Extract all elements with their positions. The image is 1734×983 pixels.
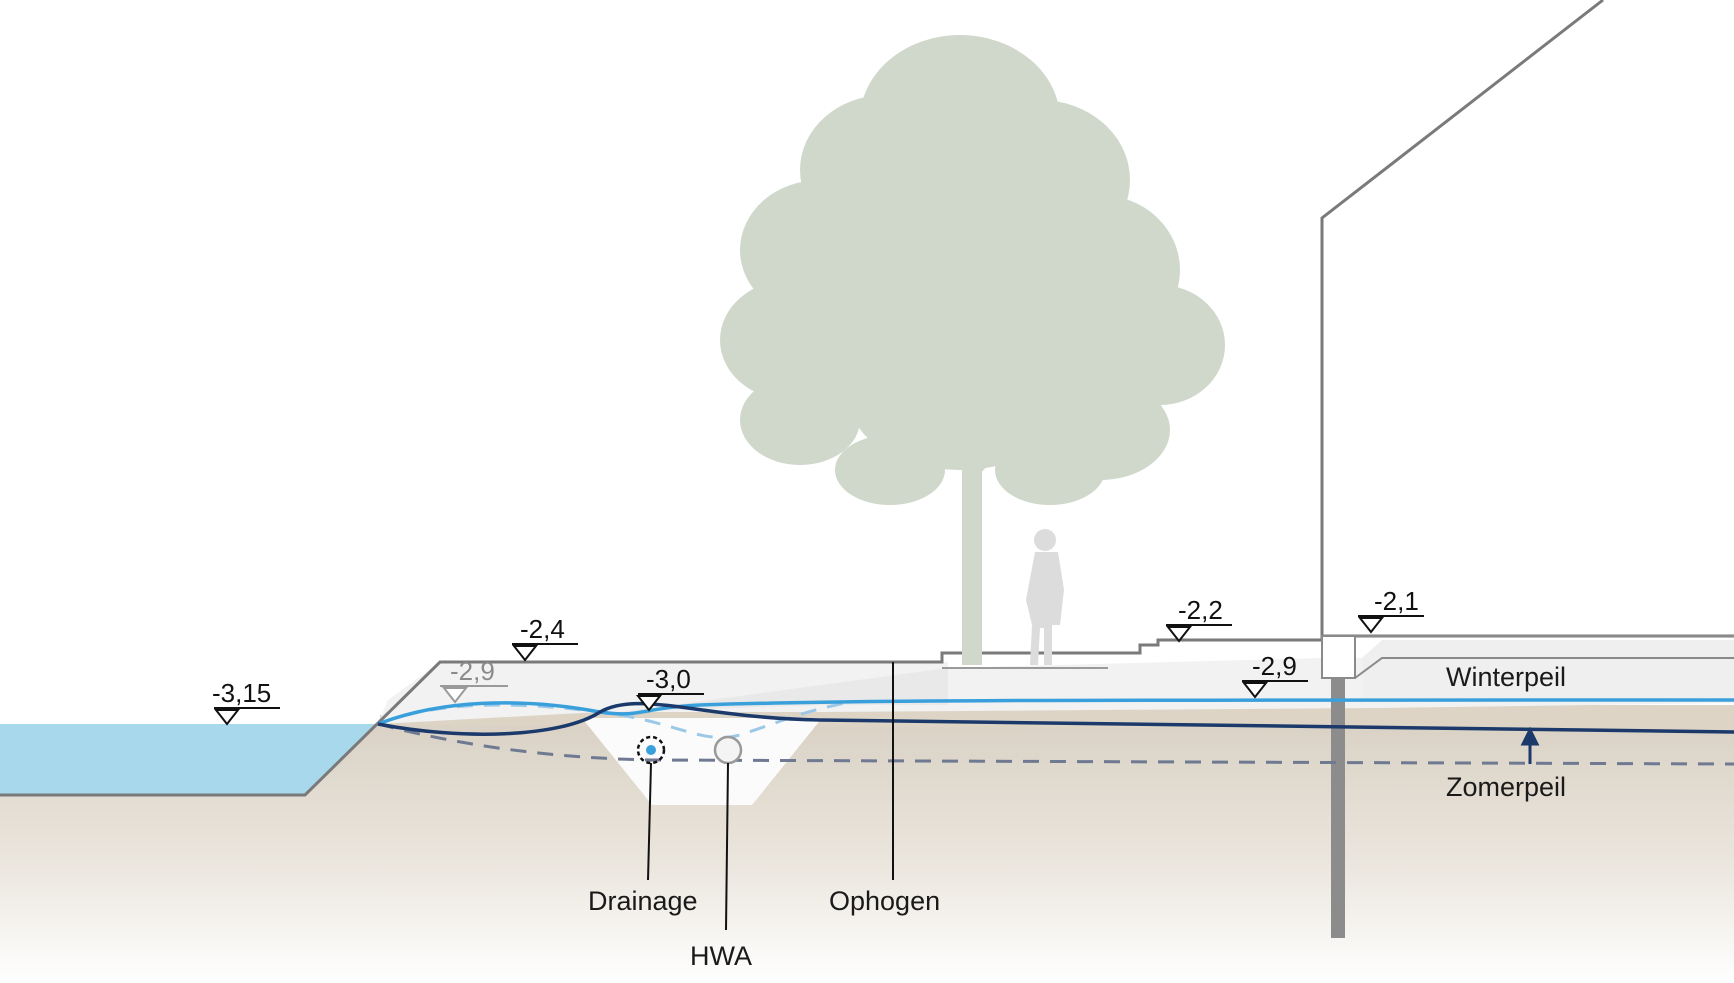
level-street-label: -2,2 (1178, 595, 1223, 625)
drain-pipe-core (646, 745, 656, 755)
hwa-leader (725, 762, 729, 931)
triangle-down-icon (1165, 626, 1193, 643)
level-marker-water: -3,15 (212, 678, 280, 726)
level-marker-dike-top: -2,4 (511, 614, 578, 662)
triangle-down-icon (635, 695, 663, 712)
winterpeil-label: Winterpeil (1446, 662, 1566, 692)
house-outline (1320, 0, 1604, 636)
level-marker-house-floor: -2,1 (1357, 586, 1424, 634)
drainage-label: Drainage (588, 886, 698, 916)
zomerpeil-dashed-line (377, 722, 1734, 766)
water (0, 724, 378, 795)
winterpeil-line (377, 698, 1734, 726)
level-drain-label: -3,0 (646, 664, 691, 694)
arrow-up-icon (1520, 726, 1540, 764)
drain-pipe-icon (636, 735, 666, 765)
tree-icon (720, 35, 1225, 665)
level-marker-house-yard: -2,9 (1241, 651, 1308, 699)
triangle-down-icon (213, 709, 241, 726)
ophogen-label: Ophogen (829, 886, 940, 916)
level-dike-old-label: -2,9 (450, 656, 495, 686)
level-dike-top-label: -2,4 (520, 614, 565, 644)
pipe-circle-icon (713, 735, 743, 765)
hwa-label: HWA (690, 941, 752, 971)
level-water-label: -3,15 (212, 678, 271, 708)
house-floor-slab (1362, 640, 1734, 700)
foundation-pile (1331, 678, 1345, 938)
triangle-down-icon (1241, 682, 1269, 699)
level-marker-street: -2,2 (1165, 595, 1232, 643)
level-house-yard-label: -2,9 (1252, 651, 1297, 681)
house-floor-line (1354, 635, 1734, 679)
triangle-down-icon (511, 645, 539, 662)
zomerpeil-label: Zomerpeil (1446, 772, 1566, 802)
level-marker-dike-old: -2,9 (440, 656, 508, 704)
triangle-down-icon (441, 687, 469, 704)
person-icon (1026, 529, 1064, 665)
zomerpeil-line (377, 701, 1734, 736)
level-house-floor-label: -2,1 (1374, 586, 1419, 616)
triangle-down-icon (1357, 617, 1385, 634)
drainage-leader (647, 762, 652, 881)
house-threshold (1321, 635, 1356, 679)
level-marker-drain: -3,0 (635, 664, 704, 712)
soil (0, 720, 1734, 983)
